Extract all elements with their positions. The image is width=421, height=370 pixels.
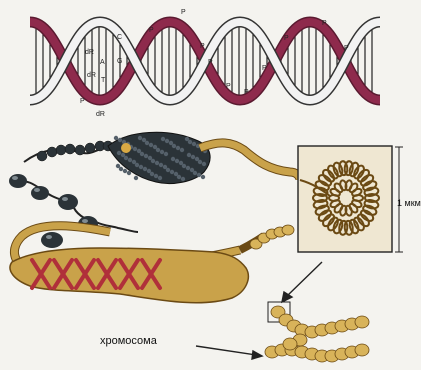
fiber-bead: [164, 152, 168, 156]
fiber-bead: [116, 164, 120, 168]
chromosome: хромосома: [100, 302, 369, 362]
fiber-bead: [143, 167, 147, 171]
magnified-loop-domain: 1 мкм: [298, 146, 421, 252]
fiber-bead: [175, 159, 179, 163]
fiber-bead: [133, 147, 137, 151]
fiber-core: [121, 143, 131, 153]
fiber-bead: [202, 162, 206, 166]
fiber-bead: [179, 161, 183, 165]
fiber-bead: [121, 153, 125, 157]
fiber-bead: [149, 143, 153, 147]
nucleosome-highlight: [62, 197, 68, 201]
fiber-bead: [190, 168, 194, 172]
fiber-bead: [187, 153, 191, 157]
chromosome-coils: [265, 306, 369, 362]
solenoid-coil: [37, 141, 113, 161]
fiber-bead: [160, 150, 164, 154]
fiber-bead: [127, 171, 131, 175]
phosphate-label: P: [200, 43, 205, 50]
fiber-bead: [161, 137, 165, 141]
fiber-bead: [144, 154, 148, 158]
nucleosome: [41, 232, 63, 248]
nucleosome-highlight: [34, 188, 40, 192]
chromosome-label: хромосома: [100, 335, 158, 347]
fiber-bead: [118, 138, 122, 142]
zoom-arrow: [287, 262, 322, 296]
base-label: A: [100, 59, 105, 66]
chromosome-coil: [355, 316, 369, 328]
fiber-bead: [174, 172, 178, 176]
phosphate-label: P: [262, 65, 267, 72]
chromosome-coil: [355, 344, 369, 356]
fiber-bead: [159, 163, 163, 167]
chromosome-coil: [283, 338, 297, 350]
label-arrow-head: [252, 351, 262, 359]
fiber-bead: [195, 157, 199, 161]
sugar-label: dR: [96, 111, 105, 118]
fiber-bead: [154, 174, 158, 178]
fiber-bead: [123, 169, 127, 173]
fiber-bead: [186, 166, 190, 170]
nucleosome-highlight: [12, 176, 18, 180]
fiber-bead: [180, 148, 184, 152]
fiber-bead: [138, 136, 142, 140]
fiber-bead: [165, 139, 169, 143]
phosphate-label: P: [284, 35, 289, 42]
phosphate-label: P: [322, 20, 327, 27]
label-arrow: [196, 346, 256, 355]
fiber-bead: [128, 158, 132, 162]
nucleosome: [58, 194, 78, 210]
dna-double-helix: dR dR dR C G A T P P P P P P P P P P P: [30, 9, 380, 118]
sugar-label: dR: [87, 72, 96, 79]
fiber-bead: [191, 155, 195, 159]
fiber-bead: [163, 165, 167, 169]
fiber-bead: [197, 173, 201, 177]
fiber-bead: [142, 138, 146, 142]
fiber-bead: [134, 176, 138, 180]
phosphate-label: P: [208, 59, 213, 66]
fiber-bead: [139, 165, 143, 169]
fiber-bead: [132, 160, 136, 164]
fiber-bead: [155, 161, 159, 165]
fiber-bead: [192, 142, 196, 146]
fiber-bead: [185, 137, 189, 141]
fiber-bead: [147, 169, 151, 173]
phosphate-label: P: [344, 45, 349, 52]
fiber-bead: [114, 136, 118, 140]
fiber-bead: [137, 149, 141, 153]
nucleosome-highlight: [46, 235, 52, 239]
phosphate-label: P: [181, 9, 186, 16]
fiber-bead: [148, 156, 152, 160]
fiber-bead: [181, 177, 185, 181]
fiber-bead: [170, 170, 174, 174]
phosphate-label: P: [244, 89, 249, 96]
fiber-bead: [169, 141, 173, 145]
fiber-band-upper-fill: [200, 143, 300, 180]
phosphate-label: P: [226, 83, 231, 90]
fiber-bead: [158, 176, 162, 180]
base-label: T: [101, 77, 106, 84]
nucleosome: [31, 186, 49, 200]
nucleosome-highlight: [82, 219, 88, 223]
base-label: C: [117, 34, 122, 41]
phosphate-label: P: [80, 98, 85, 105]
scale-label: 1 мкм: [397, 198, 421, 208]
base-label: G: [117, 58, 122, 65]
phosphate-label: P: [149, 27, 154, 34]
sugar-label: dR: [85, 49, 94, 56]
fiber-bead: [153, 145, 157, 149]
fiber-bead: [171, 157, 175, 161]
nucleosome: [9, 174, 27, 188]
fiber-bead: [201, 175, 205, 179]
fiber-bead: [176, 146, 180, 150]
fiber-bead: [117, 151, 121, 155]
